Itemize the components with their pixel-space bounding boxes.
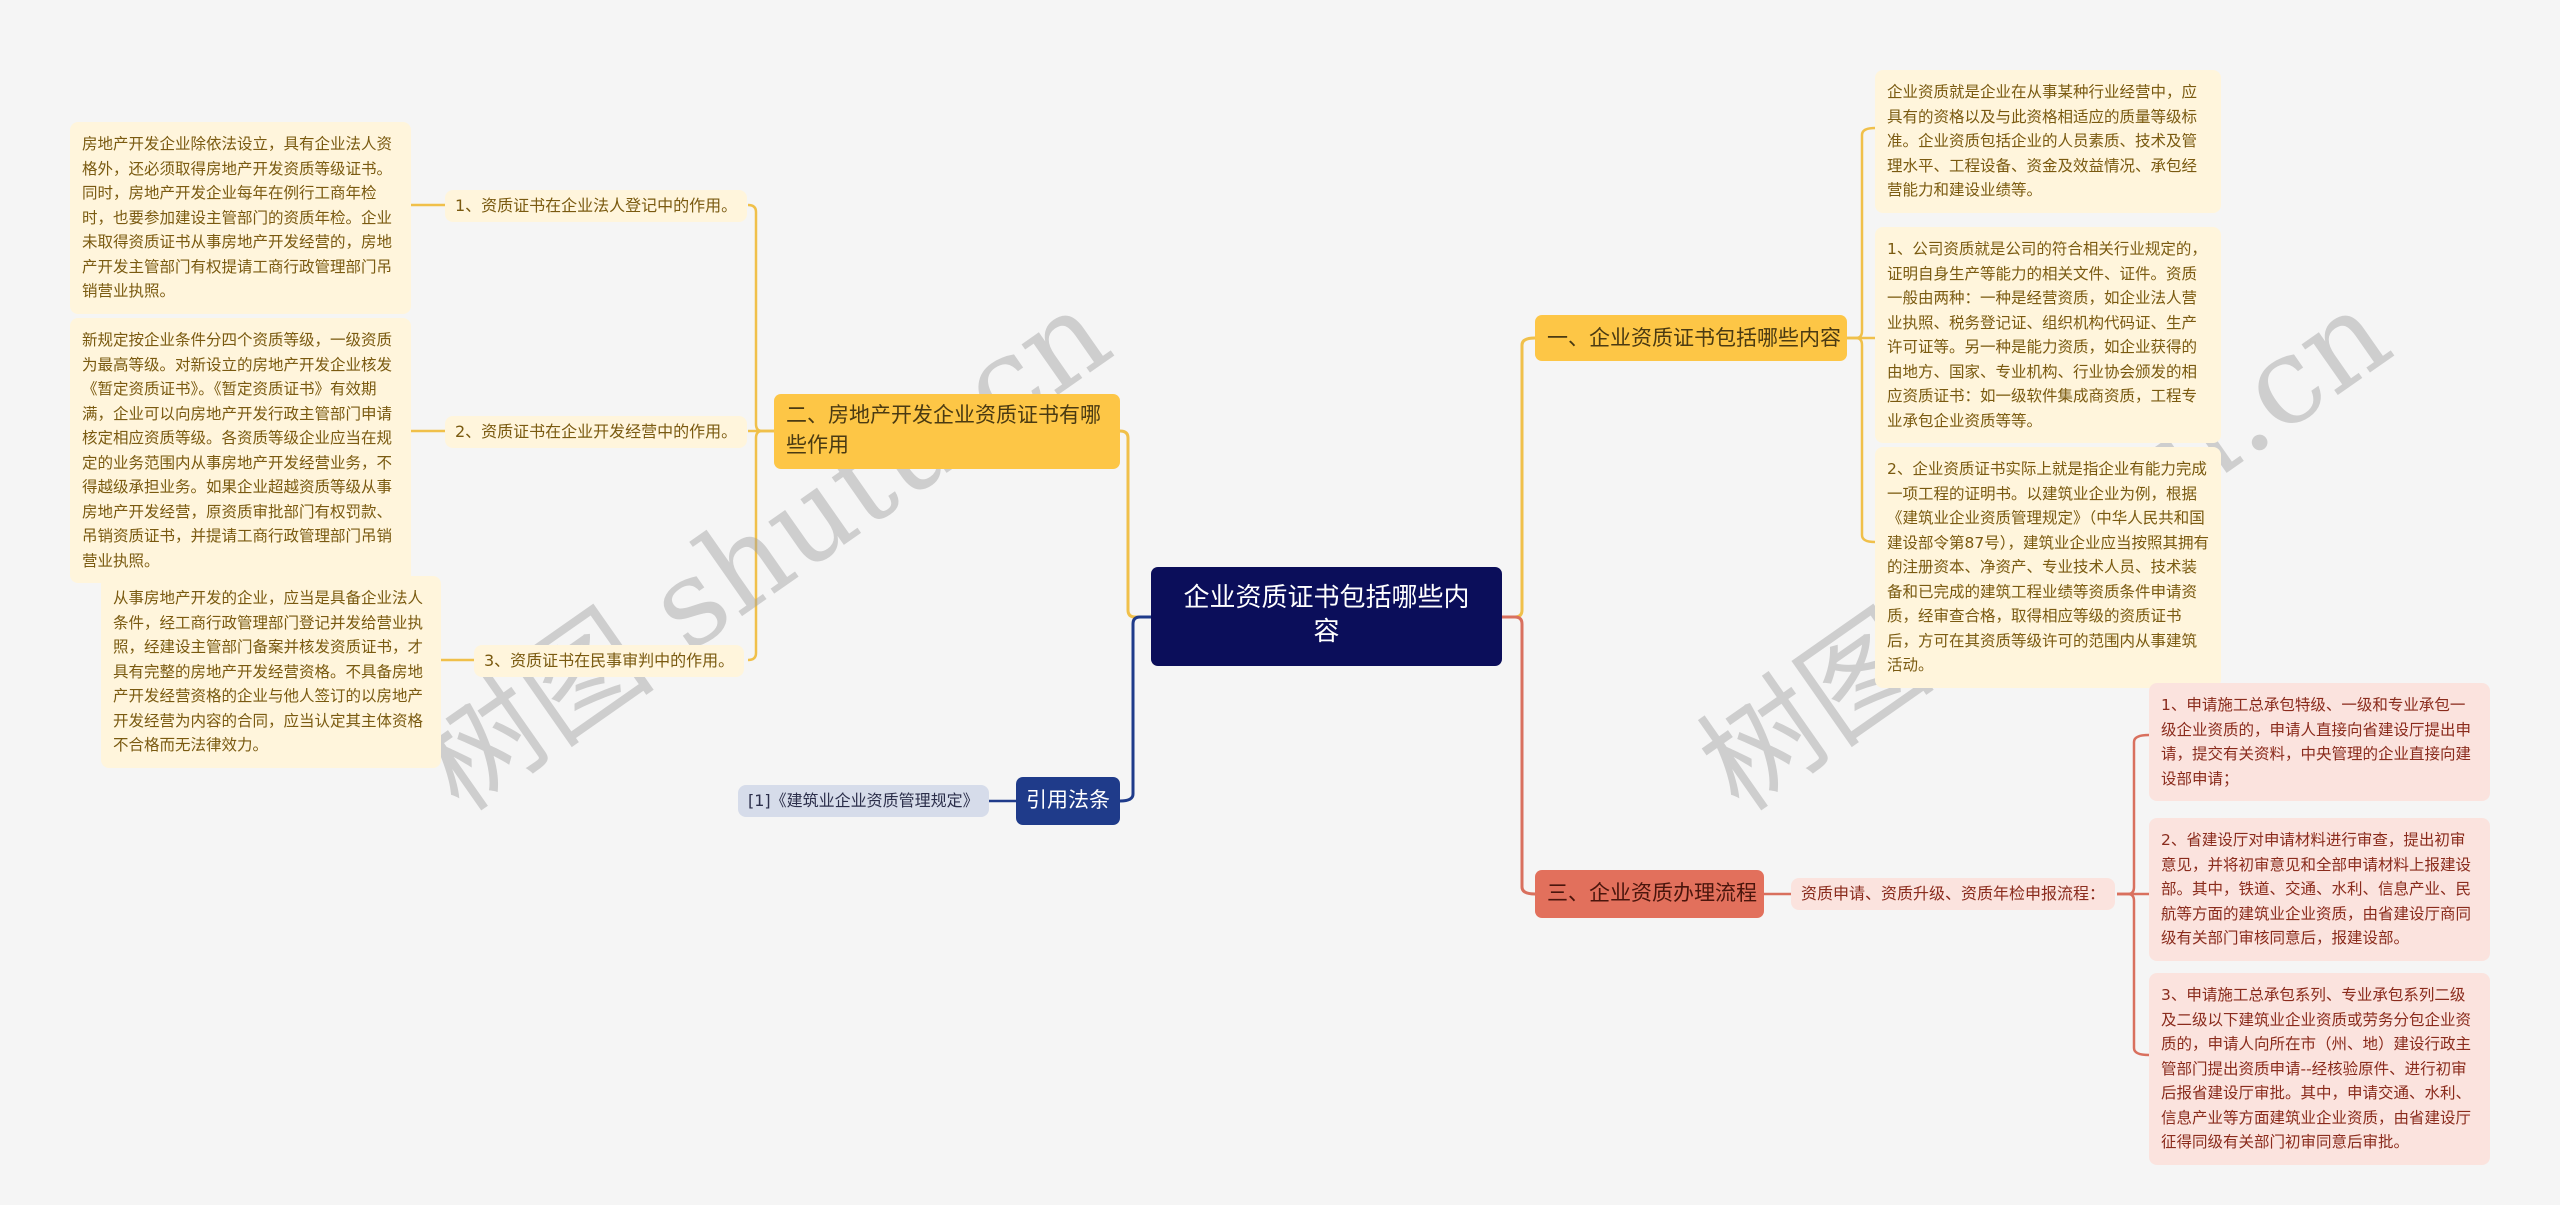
leaf-text: 1、申请施工总承包特级、一级和专业承包一级企业资质的，申请人直接向省建设厅提出申… [2161,696,2472,788]
leaf-text: 2、企业资质证书实际上就是指企业有能力完成一项工程的证明书。以建筑业企业为例，根… [1887,460,2209,674]
leaf-note[interactable]: 1、申请施工总承包特级、一级和专业承包一级企业资质的，申请人直接向省建设厅提出申… [2149,683,2490,801]
branch-label: 引用法条 [1026,788,1110,812]
leaf-note[interactable]: 3、申请施工总承包系列、专业承包系列二级及二级以下建筑业企业资质或劳务分包企业资… [2149,973,2490,1165]
reference-label: [1]《建筑业企业资质管理规定》 [748,791,979,810]
central-topic-label: 企业资质证书包括哪些内容 [1183,583,1470,647]
subtopic-business-operation[interactable]: 2、资质证书在企业开发经营中的作用。 [445,416,748,448]
leaf-note[interactable]: 1、公司资质就是公司的符合相关行业规定的，证明自身生产等能力的相关文件、证件。资… [1875,227,2221,443]
leaf-note[interactable]: 2、省建设厅对申请材料进行审查，提出初审意见，并将初审意见和全部申请材料上报建设… [2149,818,2490,961]
branch-label: 三、企业资质办理流程 [1547,881,1757,905]
central-topic[interactable]: 企业资质证书包括哪些内容 [1151,567,1502,666]
leaf-text: 3、申请施工总承包系列、专业承包系列二级及二级以下建筑业企业资质或劳务分包企业资… [2161,986,2472,1151]
branch-real-estate-certificate-roles[interactable]: 二、房地产开发企业资质证书有哪些作用 [774,394,1120,469]
subtopic-label: 1、资质证书在企业法人登记中的作用。 [455,196,738,215]
subtopic-label: 3、资质证书在民事审判中的作用。 [484,651,735,670]
leaf-note[interactable]: 房地产开发企业除依法设立，具有企业法人资格外，还必须取得房地产开发资质等级证书。… [70,122,411,314]
subtopic-process-types[interactable]: 资质申请、资质升级、资质年检申报流程： [1791,878,2116,910]
leaf-text: 1、公司资质就是公司的符合相关行业规定的，证明自身生产等能力的相关文件、证件。资… [1887,240,2207,430]
branch-cited-laws[interactable]: 引用法条 [1016,777,1120,825]
branch-label: 一、企业资质证书包括哪些内容 [1547,326,1841,350]
subtopic-label: 2、资质证书在企业开发经营中的作用。 [455,422,738,441]
leaf-text: 2、省建设厅对申请材料进行审查，提出初审意见，并将初审意见和全部申请材料上报建设… [2161,831,2472,947]
branch-qualification-process[interactable]: 三、企业资质办理流程 [1535,870,1764,918]
leaf-text: 新规定按企业条件分四个资质等级，一级资质为最高等级。对新设立的房地产开发企业核发… [82,331,393,570]
leaf-text: 房地产开发企业除依法设立，具有企业法人资格外，还必须取得房地产开发资质等级证书。… [82,135,393,300]
branch-label: 二、房地产开发企业资质证书有哪些作用 [786,403,1101,457]
leaf-note[interactable]: 企业资质就是企业在从事某种行业经营中，应具有的资格以及与此资格相适应的质量等级标… [1875,70,2221,213]
subtopic-label: 资质申请、资质升级、资质年检申报流程： [1801,884,2106,903]
reference-item[interactable]: [1]《建筑业企业资质管理规定》 [738,785,989,817]
leaf-text: 企业资质就是企业在从事某种行业经营中，应具有的资格以及与此资格相适应的质量等级标… [1887,83,2198,199]
leaf-text: 从事房地产开发的企业，应当是具备企业法人条件，经工商行政管理部门登记并发给营业执… [113,589,424,754]
branch-certificate-contents[interactable]: 一、企业资质证书包括哪些内容 [1535,315,1847,361]
subtopic-legal-registration[interactable]: 1、资质证书在企业法人登记中的作用。 [445,190,748,222]
leaf-note[interactable]: 从事房地产开发的企业，应当是具备企业法人条件，经工商行政管理部门登记并发给营业执… [101,576,441,768]
leaf-note[interactable]: 新规定按企业条件分四个资质等级，一级资质为最高等级。对新设立的房地产开发企业核发… [70,318,411,583]
subtopic-civil-trial[interactable]: 3、资质证书在民事审判中的作用。 [474,645,745,677]
leaf-note[interactable]: 2、企业资质证书实际上就是指企业有能力完成一项工程的证明书。以建筑业企业为例，根… [1875,447,2221,688]
